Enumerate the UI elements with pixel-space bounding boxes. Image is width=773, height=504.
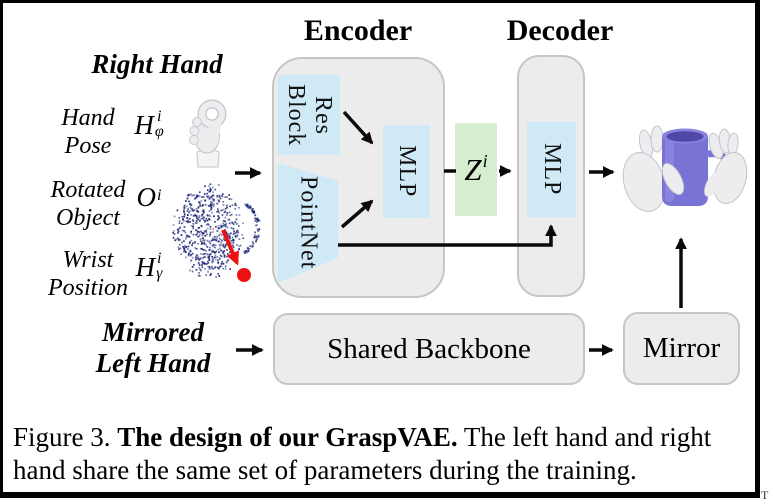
point-cloud [172, 183, 261, 282]
grasp-output-image [622, 125, 748, 212]
mirrored-left-hand-title: Mirrored Left Hand [95, 317, 211, 378]
right-output-hand [704, 128, 748, 205]
pointnet-label: PointNet [295, 176, 322, 270]
decoder-header: Decoder [506, 14, 614, 47]
decoder-mlp-label: MLP [539, 143, 565, 196]
caption-line2: hand share the same set of parameters du… [13, 455, 637, 485]
hand-pose-label: Hand Pose [61, 105, 115, 159]
mirror-block: Mirror [623, 312, 740, 385]
caption-line1: Figure 3. The design of our GraspVAE. Th… [13, 422, 712, 452]
left-index-finger [661, 163, 685, 195]
figure-caption: Figure 3. The design of our GraspVAE. Th… [13, 421, 758, 487]
corner-artifact: T [761, 488, 769, 502]
hand-pose-image [189, 99, 227, 168]
wrist-arrow [221, 229, 240, 266]
right-hand-title-text: Right Hand [91, 49, 223, 79]
res-block: Res Block [278, 75, 340, 155]
encoder-mlp-block: MLP [383, 125, 430, 218]
encoder-header: Encoder [303, 14, 413, 47]
wrist-dot [237, 268, 251, 282]
object-points [172, 183, 261, 278]
shared-backbone-label: Shared Backbone [327, 332, 531, 365]
wrist-position-label: Wrist Position [47, 247, 128, 301]
mirror-label: Mirror [642, 332, 721, 364]
encoder-mlp-label: MLP [394, 145, 420, 198]
rotated-object-label: Rotated Object [50, 177, 126, 231]
right-hand-title: Right Hand [83, 49, 231, 80]
caption-bold-title: The design of our GraspVAE. [117, 422, 458, 452]
res-block-label: Res [310, 95, 336, 135]
shared-backbone-block: Shared Backbone [273, 313, 585, 385]
latent-z-label: Z [464, 151, 482, 187]
decoder-mlp-block: MLP [527, 122, 576, 217]
